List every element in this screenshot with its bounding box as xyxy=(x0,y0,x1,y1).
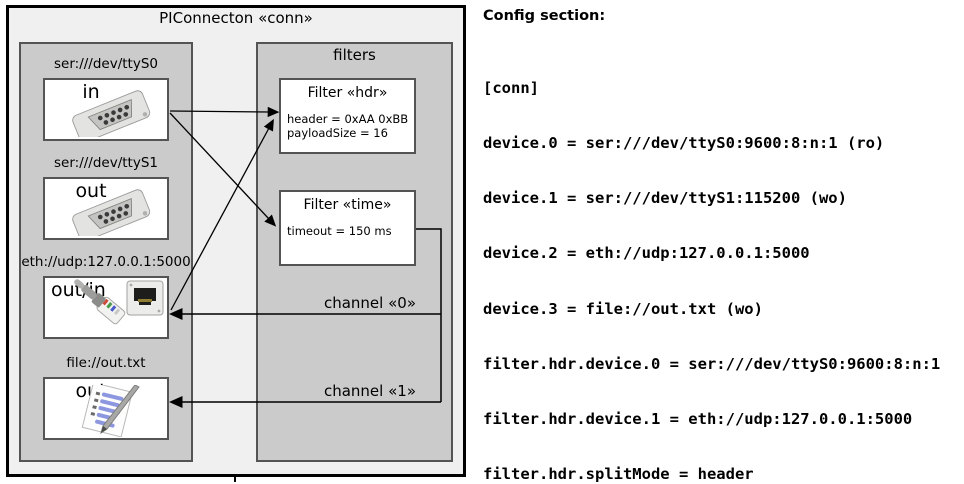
config-line: filter.hdr.device.1 = eth://udp:127.0.0.… xyxy=(483,410,913,429)
config-section: [conn] device.0 = ser:///dev/ttyS0:9600:… xyxy=(483,42,950,484)
device-box-eth: out/in xyxy=(43,276,169,339)
config-line: filter.hdr.device.0 = ser:///dev/ttyS0:9… xyxy=(483,354,941,373)
filter-property: timeout = 150 ms xyxy=(287,224,392,238)
diagram-title: PIConnecton «conn» xyxy=(159,9,313,27)
ethernet-cable-icon xyxy=(74,279,126,325)
filter-title: Filter «hdr» xyxy=(307,85,388,101)
filter-property: payloadSize = 16 xyxy=(287,126,388,140)
filter-property: header = 0xAA 0xBB xyxy=(287,112,409,126)
config-line: device.1 = ser:///dev/ttyS1:115200 (wo) xyxy=(483,189,847,208)
serial-connector-icon xyxy=(72,90,151,137)
filter-box-hdr: Filter «hdr» header = 0xAA 0xBB payloadS… xyxy=(279,78,416,154)
device-box-file: out xyxy=(43,377,169,440)
filter-title: Filter «time» xyxy=(303,197,392,213)
config-line: device.2 = eth://udp:127.0.0.1:5000 xyxy=(483,244,810,263)
device-box-ttyS0: in xyxy=(43,78,169,141)
config-line: filter.hdr.splitMode = header xyxy=(483,465,754,484)
filters-panel-title: filters xyxy=(333,46,376,64)
config-line: [conn] xyxy=(483,78,539,97)
device-url-label: eth://udp:127.0.0.1:5000 xyxy=(21,254,191,270)
channel-0-label: channel «0» xyxy=(323,294,416,312)
channel-1-label: channel «1» xyxy=(323,382,416,400)
pen-icon xyxy=(100,385,140,435)
device-direction-label: out xyxy=(75,180,107,202)
config-line: device.3 = file://out.txt (wo) xyxy=(483,299,763,318)
device-url-label: file://out.txt xyxy=(66,355,146,371)
filter-box-time: Filter «time» timeout = 150 ms xyxy=(279,190,416,266)
device-box-ttyS1: out xyxy=(43,177,169,240)
notepad-icon xyxy=(81,385,140,437)
device-url-label: ser:///dev/ttyS0 xyxy=(54,56,158,72)
device-direction-label: in xyxy=(82,81,100,103)
config-title: Config section: xyxy=(483,8,606,24)
diagram-anchor-tick xyxy=(234,474,236,482)
config-line: device.0 = ser:///dev/ttyS0:9600:8:n:1 (… xyxy=(483,134,885,153)
ethernet-icon xyxy=(74,279,164,325)
serial-connector-icon xyxy=(72,189,151,236)
device-url-label: ser:///dev/ttyS1 xyxy=(54,155,158,171)
